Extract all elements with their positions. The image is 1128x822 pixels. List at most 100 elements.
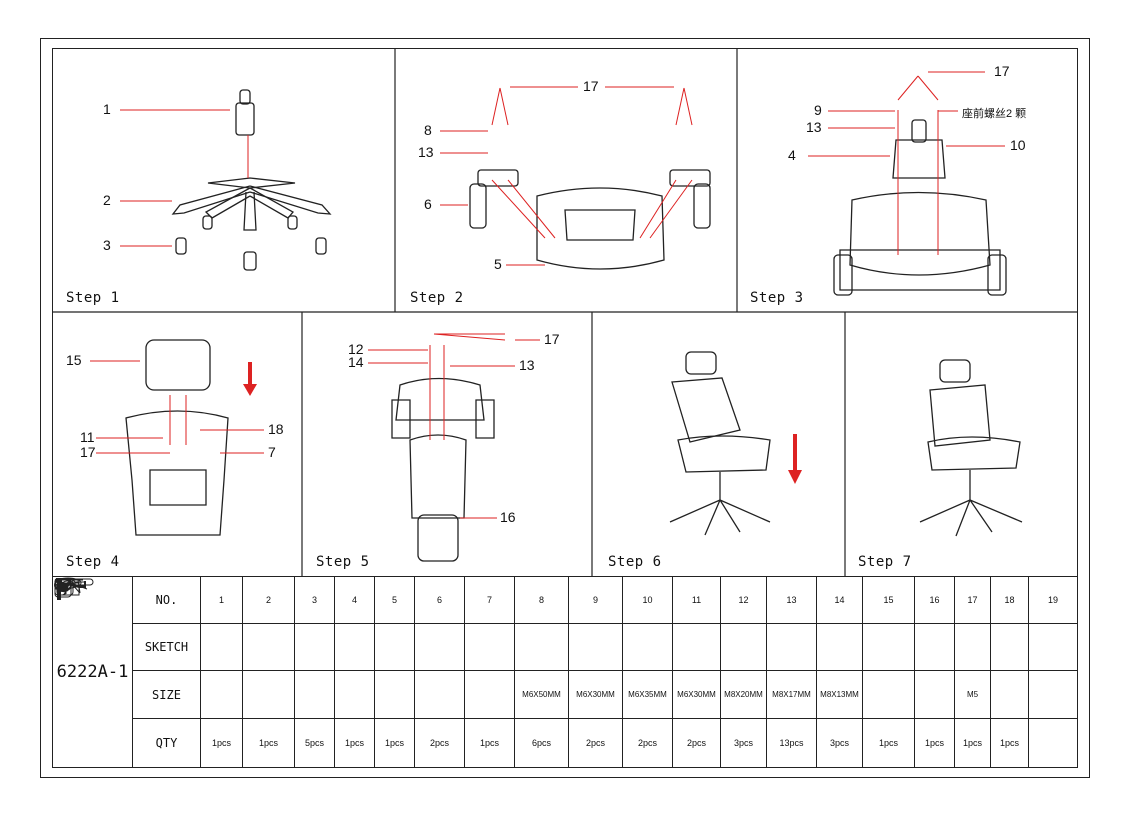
callout-number: 12 bbox=[348, 341, 364, 357]
callout-number: 13 bbox=[806, 119, 822, 135]
step3-leaders bbox=[808, 71, 1005, 255]
part-qty: 3pcs bbox=[816, 717, 863, 769]
bolt-icon bbox=[55, 577, 623, 672]
part-qty: 2pcs bbox=[414, 717, 465, 769]
step-label: Step 4 bbox=[66, 554, 120, 570]
part-number: 3 bbox=[294, 575, 335, 625]
step5-leaders bbox=[368, 333, 540, 519]
part-qty: 2pcs bbox=[622, 717, 673, 769]
step-label: Step 3 bbox=[750, 290, 804, 306]
callout-number: 11 bbox=[80, 429, 95, 445]
step4-drawing bbox=[125, 339, 229, 536]
callout-number: 4 bbox=[788, 147, 796, 163]
part-qty: 2pcs bbox=[672, 717, 721, 769]
empty-cell bbox=[1028, 623, 1078, 672]
washer-icon bbox=[54, 577, 817, 672]
part-size bbox=[200, 670, 243, 719]
step-label: Step 6 bbox=[608, 554, 662, 570]
part-number: 4 bbox=[334, 575, 375, 625]
step5-drawing bbox=[391, 377, 495, 562]
step-label: Step 2 bbox=[410, 290, 464, 306]
part-qty: 1pcs bbox=[464, 717, 515, 769]
step-label: Step 7 bbox=[858, 554, 912, 570]
part-number: 19 bbox=[1028, 575, 1078, 625]
part-size bbox=[414, 670, 465, 719]
step1-drawing bbox=[171, 89, 332, 271]
chinese-note: 座前螺丝2 颗 bbox=[962, 108, 1027, 120]
callout-number: 1 bbox=[103, 101, 111, 117]
part-qty: 5pcs bbox=[294, 717, 335, 769]
part-size: M6X30MM bbox=[672, 670, 721, 719]
bolt-icon bbox=[55, 577, 767, 672]
part-qty: 1pcs bbox=[374, 717, 415, 769]
callout-number: 14 bbox=[348, 354, 364, 370]
part-number: 8 bbox=[514, 575, 569, 625]
part-qty bbox=[1028, 717, 1078, 769]
part-number: 16 bbox=[914, 575, 955, 625]
callout-number: 13 bbox=[519, 357, 535, 373]
part-size bbox=[334, 670, 375, 719]
bracket-icon bbox=[54, 578, 1029, 672]
allen-key-icon bbox=[54, 579, 991, 672]
step1-leaders bbox=[120, 109, 249, 247]
part-qty: 1pcs bbox=[242, 717, 295, 769]
part-size: M6X35MM bbox=[622, 670, 673, 719]
part-qty: 2pcs bbox=[568, 717, 623, 769]
row-header: SIZE bbox=[132, 670, 201, 719]
part-size: M5 bbox=[954, 670, 991, 719]
step3-drawing bbox=[833, 119, 1007, 296]
table-row: SKETCH bbox=[53, 577, 1078, 672]
seat-plate-icon bbox=[54, 578, 415, 672]
part-size bbox=[914, 670, 955, 719]
part-number: 2 bbox=[242, 575, 295, 625]
callout-number: 15 bbox=[66, 352, 82, 368]
part-qty: 1pcs bbox=[334, 717, 375, 769]
step6-down-arrow bbox=[788, 434, 802, 484]
part-number: 18 bbox=[990, 575, 1029, 625]
base-icon bbox=[54, 582, 295, 672]
part-number: 14 bbox=[816, 575, 863, 625]
part-size bbox=[242, 670, 295, 719]
callout-number: 8 bbox=[424, 122, 432, 138]
part-number: 11 bbox=[672, 575, 721, 625]
part-size bbox=[374, 670, 415, 719]
part-qty: 13pcs bbox=[766, 717, 817, 769]
bolt-icon bbox=[55, 577, 721, 672]
part-number: 1 bbox=[200, 575, 243, 625]
part-size bbox=[862, 670, 915, 719]
part-size bbox=[464, 670, 515, 719]
callout-number: 9 bbox=[814, 102, 822, 118]
part-qty: 1pcs bbox=[990, 717, 1029, 769]
part-number: 13 bbox=[766, 575, 817, 625]
armrest-icon bbox=[55, 579, 465, 672]
part-number: 5 bbox=[374, 575, 415, 625]
part-number: 15 bbox=[862, 575, 915, 625]
headrest-icon bbox=[54, 578, 915, 672]
callout-number: 10 bbox=[1010, 137, 1026, 153]
manual-sheet bbox=[40, 38, 1090, 778]
row-header: NO. bbox=[132, 575, 201, 625]
part-size bbox=[990, 670, 1029, 719]
bolt-icon bbox=[55, 577, 569, 672]
caster-icon bbox=[56, 577, 335, 672]
step4-leaders bbox=[90, 360, 264, 454]
step-label: Step 1 bbox=[66, 290, 120, 306]
callout-number: 13 bbox=[418, 144, 434, 160]
row-header: QTY bbox=[132, 717, 201, 769]
callout-number: 6 bbox=[424, 196, 432, 212]
step6-chair-drawing bbox=[669, 351, 771, 536]
step4-down-arrow bbox=[243, 362, 257, 396]
part-qty: 3pcs bbox=[720, 717, 767, 769]
step2-drawing bbox=[469, 169, 711, 270]
spring-washer-icon bbox=[53, 577, 863, 672]
part-qty: 1pcs bbox=[200, 717, 243, 769]
part-number: 9 bbox=[568, 575, 623, 625]
part-number: 6 bbox=[414, 575, 465, 625]
lumbar-bar-icon bbox=[54, 578, 955, 672]
callout-number: 3 bbox=[103, 237, 111, 253]
part-size: M8X17MM bbox=[766, 670, 817, 719]
part-size: M8X13MM bbox=[816, 670, 863, 719]
